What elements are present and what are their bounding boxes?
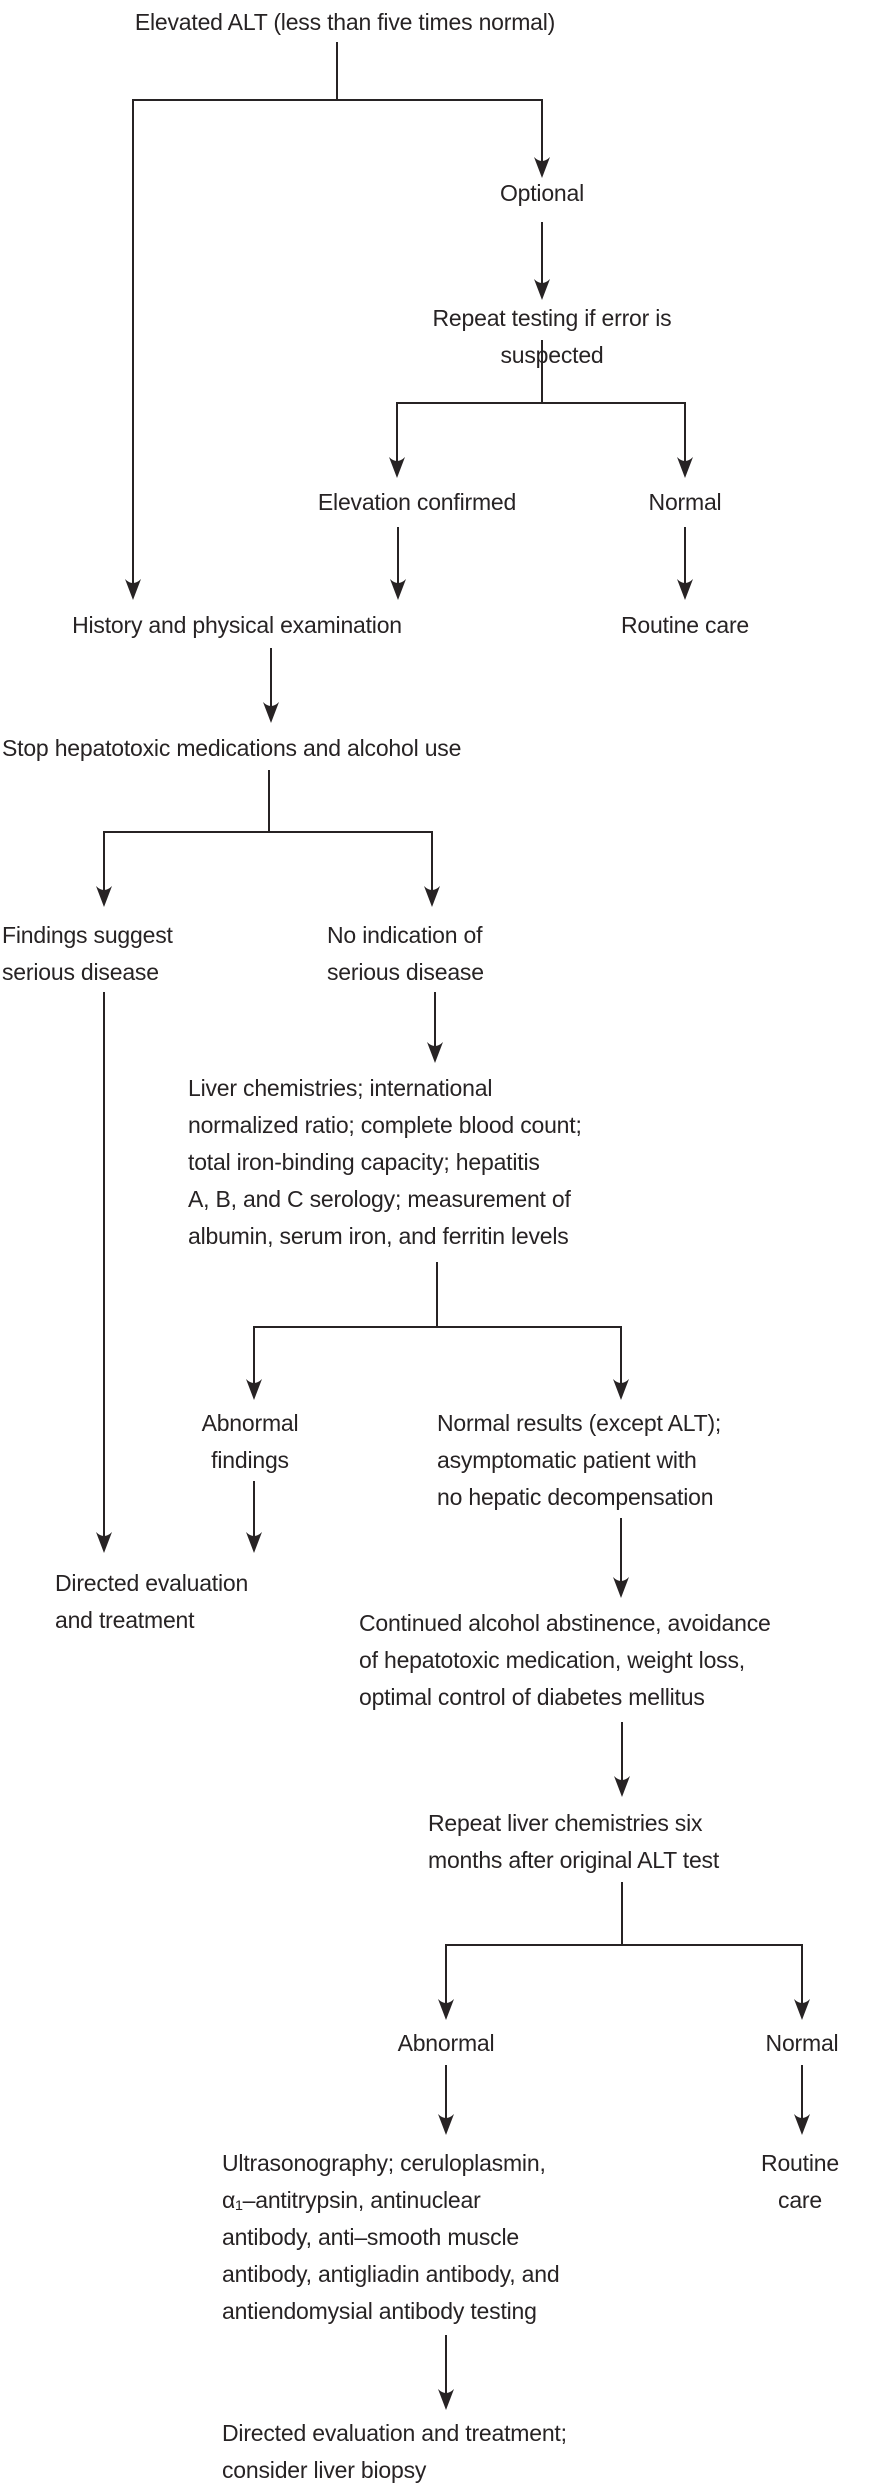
arrowhead-icon — [438, 1999, 454, 2020]
arrowhead-icon — [534, 279, 550, 300]
arrowhead-icon — [96, 886, 112, 907]
node-start: Elevated ALT (less than five times norma… — [134, 9, 556, 35]
arrowhead-icon — [246, 1379, 262, 1400]
arrowhead-icon — [534, 157, 550, 178]
node-findings-serious: Findings suggest serious disease — [2, 922, 173, 985]
arrowhead-icon — [389, 457, 405, 478]
node-repeat-testing: Repeat testing if error is suspected — [432, 305, 672, 368]
arrowhead-icon — [794, 2114, 810, 2135]
node-no-indication: No indication of serious disease — [327, 922, 484, 985]
arrowhead-icon — [390, 579, 406, 600]
arrowhead-icon — [438, 2389, 454, 2410]
arrowhead-icon — [614, 1776, 630, 1797]
node-routine-care-2: Routine care — [761, 2150, 839, 2213]
arrowhead-icon — [677, 457, 693, 478]
node-directed-eval-2: Directed evaluation and treatment; consi… — [222, 2420, 567, 2483]
node-abnormal-findings: Abnormal findings — [201, 1410, 299, 1473]
node-optional: Optional — [499, 180, 585, 206]
node-liver-chemistries: Liver chemistries; international normali… — [188, 1075, 582, 1249]
arrowhead-icon — [96, 1532, 112, 1553]
node-stop-hepatotoxic: Stop hepatotoxic medications and alcohol… — [2, 735, 462, 761]
arrowhead-icon — [613, 1379, 629, 1400]
arrowhead-icon — [677, 579, 693, 600]
node-elevation-confirmed: Elevation confirmed — [317, 489, 517, 515]
node-routine-care-1: Routine care — [620, 612, 750, 638]
node-ultrasonography: Ultrasonography; ceruloplasmin, α₁–antit… — [222, 2150, 560, 2324]
connector-lines — [103, 42, 803, 2394]
arrowhead-icon — [794, 1999, 810, 2020]
node-normal-results: Normal results (except ALT); asymptomati… — [437, 1410, 722, 1510]
arrowhead-icon — [427, 1042, 443, 1063]
arrowhead-icon — [424, 886, 440, 907]
arrowhead-icon — [613, 1577, 629, 1598]
node-history-physical: History and physical examination — [72, 612, 402, 638]
node-normal-2: Normal — [765, 2030, 839, 2056]
arrowheads — [96, 157, 810, 2410]
node-directed-eval-1: Directed evaluation and treatment — [55, 1570, 249, 1633]
arrowhead-icon — [263, 702, 279, 723]
node-repeat-liver: Repeat liver chemistries six months afte… — [428, 1810, 720, 1873]
arrowhead-icon — [246, 1532, 262, 1553]
node-normal-1: Normal — [648, 489, 722, 515]
node-continued-abstinence: Continued alcohol abstinence, avoidance … — [359, 1610, 771, 1710]
arrowhead-icon — [125, 579, 141, 600]
node-abnormal-2: Abnormal — [397, 2030, 495, 2056]
arrowhead-icon — [438, 2114, 454, 2135]
